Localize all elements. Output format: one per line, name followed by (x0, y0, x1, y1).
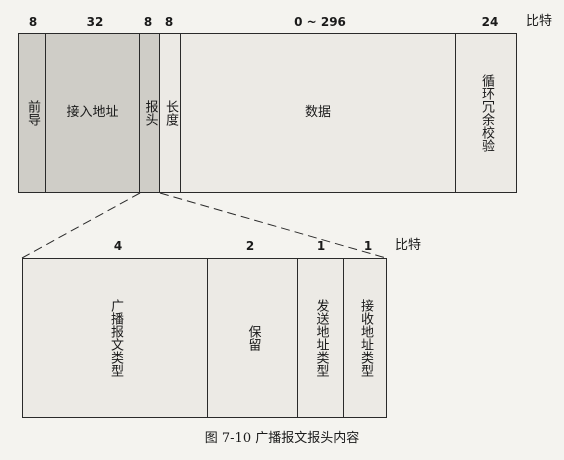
frame-bits-access-address: 32 (86, 15, 104, 29)
field-access-address-label: 接入地址 (66, 105, 119, 120)
field-tx-address-type-label: 发送地址类型 (313, 299, 329, 377)
header-bits-unit: 比特 (395, 238, 422, 253)
field-tx-address-type: 发送地址类型 (297, 258, 344, 418)
frame-bits-crc: 24 (481, 15, 499, 29)
zoom-guide-left (21, 192, 141, 259)
field-preamble-label: 前导 (25, 100, 40, 126)
field-pdu-type-label: 广播报文类型 (108, 299, 123, 377)
header-bits-reserved: 2 (245, 239, 255, 253)
field-header-label: 报头 (142, 100, 158, 126)
field-data: 数据 (180, 33, 456, 193)
frame-bits-preamble: 8 (28, 15, 38, 29)
field-rx-address-type: 接收地址类型 (343, 258, 387, 418)
frame-bits-length: 8 (164, 15, 174, 29)
figure-caption: 图 7-10 广播报文报头内容 (204, 431, 360, 446)
header-bits-pdu-type: 4 (113, 239, 123, 253)
frame-bits-header: 8 (143, 15, 153, 29)
frame-bits-unit: 比特 (526, 14, 553, 29)
zoom-guide-right (159, 192, 387, 259)
field-crc: 循环冗余校验 (455, 33, 517, 193)
header-bits-rx-address-type: 1 (363, 239, 373, 253)
field-length-label: 长度 (163, 100, 178, 126)
header-bits-tx-address-type: 1 (316, 239, 326, 253)
field-pdu-type: 广播报文类型 (22, 258, 208, 418)
field-data-label: 数据 (304, 105, 331, 120)
field-access-address: 接入地址 (45, 33, 140, 193)
field-reserved-label: 保留 (245, 325, 261, 351)
frame-bits-data: 0 ~ 296 (294, 15, 346, 29)
field-crc-label: 循环冗余校验 (479, 74, 494, 152)
field-reserved: 保留 (207, 258, 298, 418)
field-rx-address-type-label: 接收地址类型 (358, 299, 373, 377)
